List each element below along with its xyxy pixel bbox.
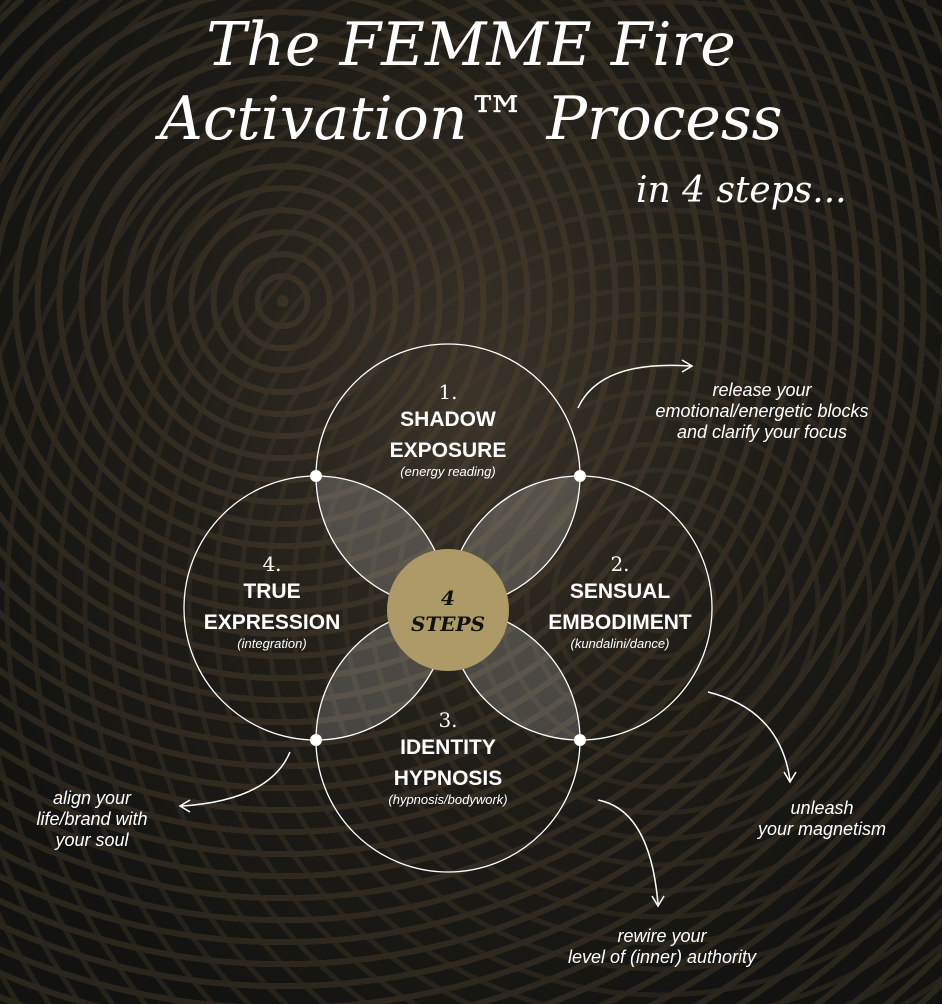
note-line: release your [712, 380, 812, 400]
note-rewire: rewire your level of (inner) authority [568, 926, 756, 968]
step-subtitle: (kundalini/dance) [570, 636, 670, 651]
lens-bottom-right [448, 608, 580, 740]
step-2-label: 2. SENSUAL EMBODIMENT (kundalini/dance) [548, 552, 692, 651]
note-line: life/brand with [36, 809, 148, 829]
step-title: SHADOW [400, 408, 496, 431]
note-line: align your [52, 788, 132, 808]
step-number: 2. [610, 552, 630, 576]
step-number: 3. [438, 708, 458, 732]
step-subtitle: (energy reading) [400, 464, 496, 479]
step-subtitle: (hypnosis/bodywork) [388, 792, 508, 807]
note-line: and clarify your focus [676, 422, 848, 442]
step-title: IDENTITY [400, 736, 496, 759]
step-title: SENSUAL [569, 580, 671, 603]
note-line: emotional/energetic blocks [655, 401, 869, 421]
lens-top-right [448, 476, 580, 608]
arrow-to-note-2 [707, 691, 797, 784]
center-circle [387, 549, 509, 671]
note-align: align your life/brand with your soul [36, 788, 147, 851]
center-text: STEPS [410, 612, 486, 636]
note-line: your magnetism [757, 819, 887, 839]
dot [310, 470, 322, 482]
note-unleash: unleash your magnetism [758, 798, 886, 840]
step-1-label: 1. SHADOW EXPOSURE (energy reading) [390, 380, 507, 479]
step-title: EMBODIMENT [548, 611, 692, 634]
title-line-2: Activation™ Process [159, 84, 783, 154]
step-title: HYPNOSIS [393, 767, 503, 790]
note-release: release your emotional/energetic blocks … [655, 380, 868, 443]
center-label: 4 STEPS [411, 585, 485, 637]
step-title: EXPRESSION [203, 611, 341, 634]
dot [574, 470, 586, 482]
step-subtitle: (integration) [237, 636, 307, 651]
dot [310, 734, 322, 746]
arrow-to-note-1 [577, 359, 694, 409]
step-title: TRUE [243, 580, 301, 603]
note-line: your soul [55, 830, 129, 850]
step-number: 4. [262, 552, 282, 576]
lens-bottom-left [316, 608, 448, 740]
step-4-label: 4. TRUE EXPRESSION (integration) [204, 552, 341, 651]
center-number: 4 [441, 586, 455, 610]
arrow-to-note-3 [597, 799, 665, 908]
note-line: level of (inner) authority [567, 947, 757, 967]
step-title: EXPOSURE [389, 439, 507, 462]
title-line-1: The FEMME Fire [206, 10, 736, 80]
title-subtitle: in 4 steps... [636, 170, 847, 211]
dot [574, 734, 586, 746]
note-line: unleash [790, 798, 854, 818]
step-number: 1. [438, 380, 458, 404]
arrow-to-note-4 [178, 751, 291, 813]
note-line: rewire your [617, 926, 707, 946]
step-3-label: 3. IDENTITY HYPNOSIS (hypnosis/bodywork) [388, 708, 507, 807]
lens-top-left [316, 476, 448, 608]
